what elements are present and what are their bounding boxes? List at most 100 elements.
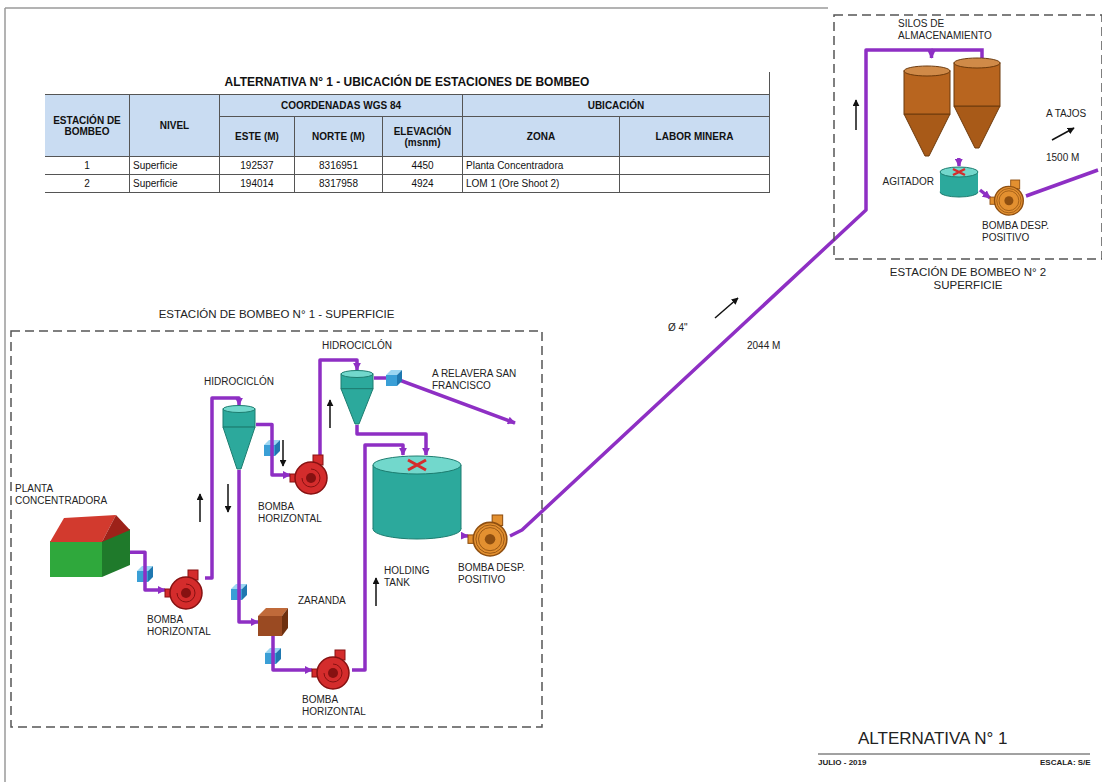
pump-icon bbox=[290, 455, 330, 495]
house-roof bbox=[102, 515, 130, 542]
region-heading: ESTACIÓN DE BOMBEO N° 1 - SUPERFICIE bbox=[10, 308, 543, 321]
table-header: NORTE (M) bbox=[295, 117, 383, 157]
pump-rib bbox=[479, 528, 502, 551]
equipment-label: BOMBA HORIZONTAL bbox=[258, 501, 333, 524]
note-text: JULIO - 2019 bbox=[818, 758, 866, 767]
table-cell: ALTERNATIVA N° 1 - UBICACIÓN DE ESTACION… bbox=[45, 72, 770, 95]
equipment-label: AGITADOR bbox=[876, 176, 934, 188]
screen-icon bbox=[258, 608, 288, 636]
note-text: Ø 4" bbox=[668, 322, 688, 334]
pdpump-icon bbox=[468, 515, 510, 557]
table-cell: 192537 bbox=[220, 157, 295, 175]
slurry-pipe bbox=[273, 636, 312, 670]
slurry-pipe bbox=[957, 158, 961, 166]
pipe-length: 2044 M bbox=[745, 340, 782, 352]
equipment-label: PLANTA CONCENTRADORA bbox=[15, 483, 119, 506]
holding-tank: HOLDING TANK bbox=[372, 455, 462, 540]
table-header: ZONA bbox=[463, 117, 620, 157]
silo-body bbox=[904, 71, 950, 114]
station-region: ESTACIÓN DE BOMBEO N° 2 SUPERFICIESILOS … bbox=[833, 14, 1102, 260]
pit-pipe bbox=[1026, 170, 1098, 196]
cyclone-top bbox=[223, 406, 255, 413]
silo-cone bbox=[954, 106, 1000, 148]
cyclone-top bbox=[341, 371, 373, 378]
centrifugal-pump: BOMBA HORIZONTAL bbox=[312, 650, 352, 690]
silo-top bbox=[904, 66, 950, 76]
pump-hub bbox=[328, 668, 338, 678]
tank-icon bbox=[372, 455, 462, 540]
equipment-label: SILOS DE ALMACENAMIENTO bbox=[898, 18, 1018, 41]
equipment-label: BOMBA HORIZONTAL bbox=[147, 614, 222, 637]
tank-top bbox=[373, 456, 461, 474]
pump-casing bbox=[995, 186, 1024, 215]
hydrocyclone: HIDROCICLÓN bbox=[222, 405, 256, 470]
silos-icon bbox=[900, 58, 1005, 158]
positive-displacement-pump: BOMBA DESP. POSITIVO bbox=[990, 180, 1026, 216]
flow-arrow bbox=[1052, 128, 1074, 140]
cyclone-icon bbox=[222, 405, 256, 470]
equipment-label: BOMBA DESP. POSITIVO bbox=[982, 220, 1062, 243]
flow-arrow bbox=[715, 298, 738, 318]
silo-cone bbox=[904, 114, 950, 156]
agitator-blade bbox=[953, 169, 965, 175]
flow-arrow bbox=[329, 400, 331, 428]
silo-feed-pipe bbox=[932, 50, 983, 58]
frame-line bbox=[5, 7, 828, 9]
table-cell: 4450 bbox=[383, 157, 463, 175]
table-header: ESTACIÓN DE BOMBEO bbox=[45, 95, 130, 157]
centrifugal-pump: BOMBA HORIZONTAL bbox=[290, 455, 330, 495]
table-cell: 8316951 bbox=[295, 157, 383, 175]
silo-body bbox=[954, 63, 1000, 106]
note-text: 1500 M bbox=[1046, 152, 1079, 164]
pump-volute bbox=[324, 664, 342, 682]
table-cell bbox=[620, 175, 770, 193]
table-header: UBICACIÓN bbox=[463, 95, 770, 117]
pump-hub bbox=[306, 473, 316, 483]
plant-building: PLANTA CONCENTRADORA bbox=[50, 515, 130, 577]
table-cell: 2 bbox=[45, 175, 130, 193]
pump-hub bbox=[485, 534, 496, 545]
silo-top bbox=[954, 58, 1000, 68]
agitator-icon bbox=[938, 166, 980, 198]
equipment-label: HIDROCICLÓN bbox=[307, 340, 407, 352]
region-outline bbox=[834, 15, 1102, 259]
flow-arrow bbox=[855, 100, 857, 130]
region-heading: ESTACIÓN DE BOMBEO N° 2 SUPERFICIE bbox=[878, 266, 1058, 292]
tank-edge bbox=[373, 465, 461, 529]
hydrocyclone: HIDROCICLÓN bbox=[340, 370, 374, 425]
frame-line bbox=[4, 8, 6, 782]
note-text: A RELAVERA SAN FRANCISCO bbox=[432, 368, 544, 391]
slurry-pipe bbox=[980, 190, 990, 198]
equipment-label: HIDROCICLÓN bbox=[189, 376, 289, 388]
slurry-pipe bbox=[130, 552, 165, 590]
pump-casing bbox=[473, 522, 507, 556]
drawing-title: ALTERNATIVA N° 1 bbox=[858, 729, 1007, 749]
screen-front bbox=[258, 616, 282, 636]
table-cell: 4924 bbox=[383, 175, 463, 193]
flow-arrow bbox=[375, 578, 377, 606]
region-icon bbox=[833, 14, 1102, 260]
flow-arrow bbox=[282, 440, 284, 466]
table-cell: LOM 1 (Ore Shoot 2) bbox=[463, 175, 620, 193]
table-cell: 1 bbox=[45, 157, 130, 175]
house-front bbox=[50, 541, 102, 577]
cyclone-cone bbox=[341, 389, 373, 424]
table-cell: Superficie bbox=[130, 157, 220, 175]
tank-top bbox=[940, 167, 978, 177]
table-cell bbox=[620, 157, 770, 175]
pump-rib bbox=[476, 525, 504, 553]
positive-displacement-pump: BOMBA DESP. POSITIVO bbox=[468, 515, 510, 557]
agitator-tank: AGITADOR bbox=[938, 166, 980, 198]
sump-box bbox=[386, 370, 402, 386]
pump-casing bbox=[170, 577, 202, 609]
table-header: LABOR MINERA bbox=[620, 117, 770, 157]
house-icon bbox=[50, 515, 130, 577]
table-cell: 8317958 bbox=[295, 175, 383, 193]
pump-casing bbox=[295, 462, 327, 494]
pump-hub bbox=[181, 588, 191, 598]
centrifugal-pump: BOMBA HORIZONTAL bbox=[165, 570, 205, 610]
slurry-pipe bbox=[462, 534, 468, 538]
pdpump-icon bbox=[990, 180, 1026, 216]
cyclone-cone bbox=[223, 427, 255, 469]
tank-body bbox=[373, 465, 461, 529]
